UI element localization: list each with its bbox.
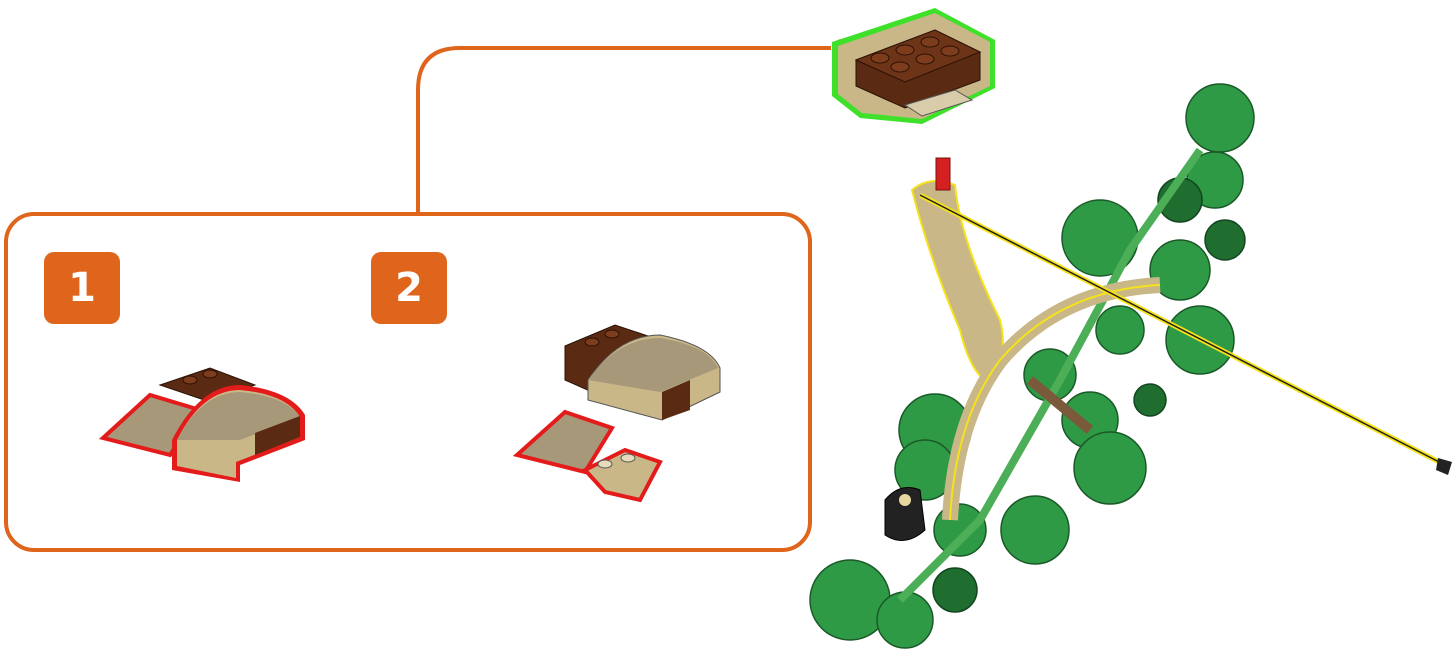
bow-model-icon xyxy=(810,84,1452,648)
step-1-illustration xyxy=(103,368,305,482)
brick-assembly-icon xyxy=(832,8,995,124)
step-2-illustration xyxy=(517,325,720,500)
